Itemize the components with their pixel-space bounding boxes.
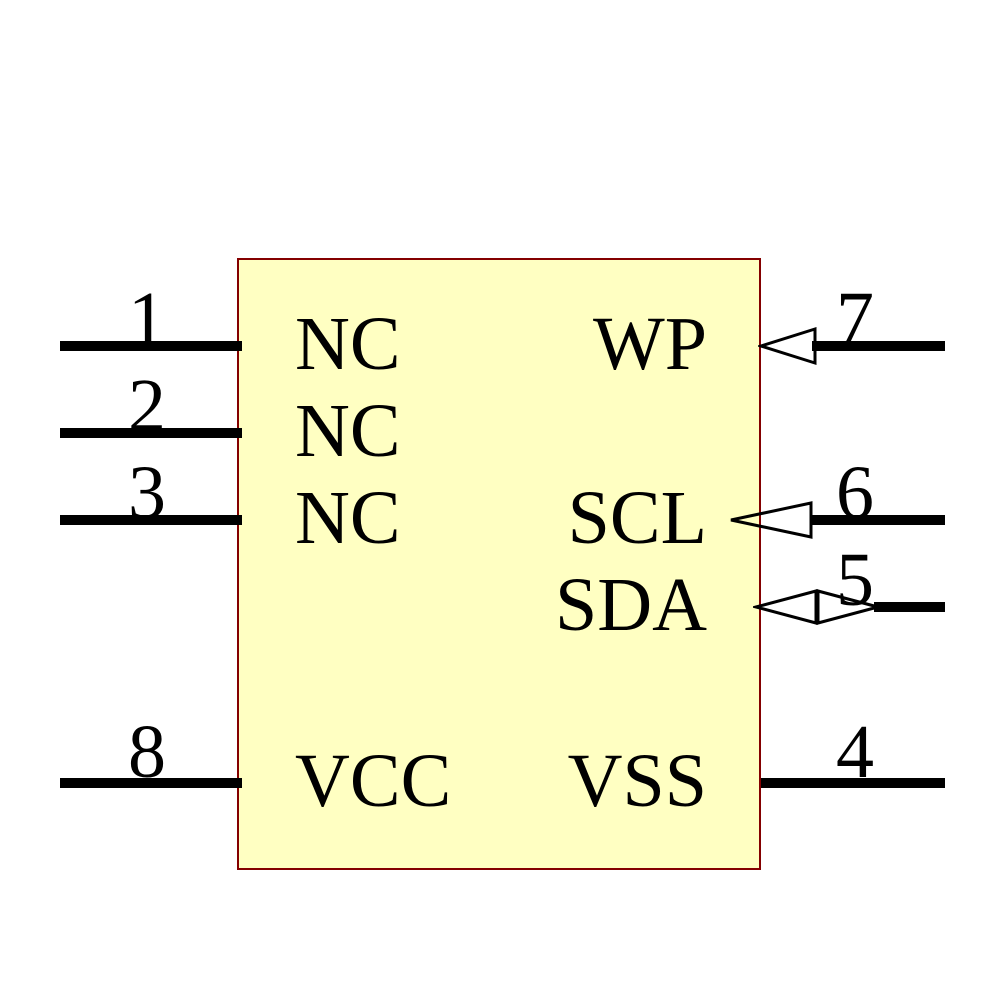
wp-input-arrow-icon (758, 326, 817, 366)
pin-7-name: WP (593, 302, 707, 386)
pin-6-name: SCL (567, 476, 707, 560)
pin-2-line (60, 428, 242, 438)
pin-1-line (60, 341, 242, 351)
pin-2-name: NC (295, 389, 401, 473)
pin-1-name: NC (295, 302, 401, 386)
pin-7-number: 7 (836, 277, 874, 361)
pin-4-line (761, 778, 945, 788)
sda-bidirectional-arrow-icon (753, 589, 881, 625)
pin-8-name: VCC (295, 739, 452, 823)
pin-6-number: 6 (836, 451, 874, 535)
component-body (237, 258, 761, 870)
pin-4-name: VSS (567, 739, 707, 823)
pin-1-number: 1 (128, 277, 166, 361)
pin-3-name: NC (295, 476, 401, 560)
pin-8-number: 8 (128, 710, 166, 794)
pin-4-number: 4 (836, 710, 874, 794)
pin-3-number: 3 (128, 451, 166, 535)
pin-5-line (874, 602, 945, 612)
pin-5-name: SDA (554, 563, 707, 647)
pin-8-line (60, 778, 242, 788)
pin-2-number: 2 (128, 364, 166, 448)
pin-7-line (812, 341, 945, 351)
scl-input-arrow-icon (730, 501, 813, 539)
pin-6-line (812, 515, 945, 525)
pin-3-line (60, 515, 242, 525)
